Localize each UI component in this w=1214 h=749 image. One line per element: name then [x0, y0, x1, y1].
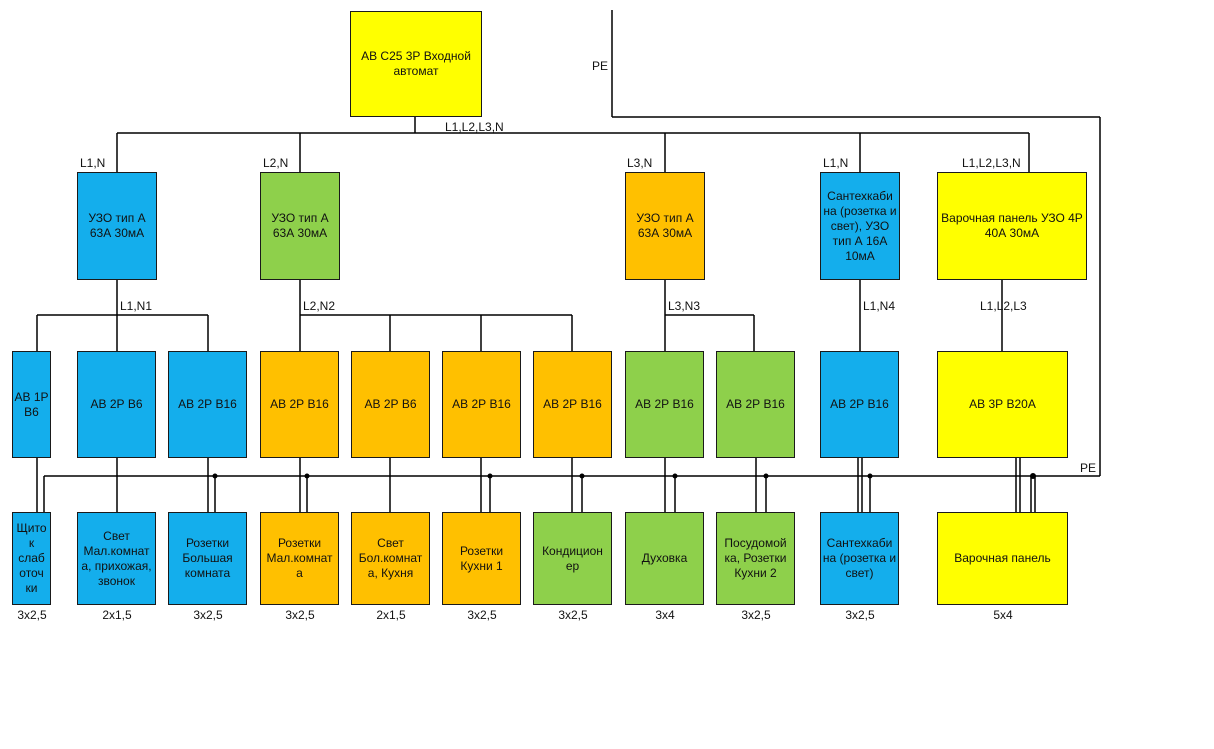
rcd-5: Варочная панель УЗО 4Р 40А 30мА [937, 172, 1087, 280]
rcd-phase-label: L2,N [263, 156, 289, 170]
rcd-output-label: L1,N4 [863, 299, 896, 313]
load-8: Духовка [625, 512, 704, 605]
rcd-phase-label: L1,L2,L3,N [962, 156, 1021, 170]
cable-size: 3х4 [655, 608, 675, 622]
cable-size: 3х2,5 [845, 608, 875, 622]
breaker-4: АВ 2Р В16 [260, 351, 339, 458]
rcd-output-label: L3,N3 [668, 299, 701, 313]
breaker-2: АВ 2Р В6 [77, 351, 156, 458]
main-breaker: АВ С25 3Р Входной автомат [350, 11, 482, 117]
load-11: Варочная панель [937, 512, 1068, 605]
rcd-2: УЗО тип А 63А 30мА [260, 172, 340, 280]
breaker-5: АВ 2Р В6 [351, 351, 430, 458]
load-2: Свет Мал.комнат а, прихожая, звонок [77, 512, 156, 605]
breaker-6: АВ 2Р В16 [442, 351, 521, 458]
breaker-7: АВ 2Р В16 [533, 351, 612, 458]
cable-size: 3х2,5 [17, 608, 47, 622]
breaker-9: АВ 2Р В16 [716, 351, 795, 458]
rcd-phase-label: L1,N [823, 156, 849, 170]
rcd-1: УЗО тип А 63А 30мА [77, 172, 157, 280]
cable-size: 3х2,5 [285, 608, 315, 622]
pe-label-top: PE [592, 59, 609, 73]
rcd-phase-label: L1,N [80, 156, 106, 170]
cable-size: 3х2,5 [741, 608, 771, 622]
breaker-10: АВ 2Р В16 [820, 351, 899, 458]
breaker-1: АВ 1Р В6 [12, 351, 51, 458]
rcd-4: Сантехкаби на (розетка и свет), УЗО тип … [820, 172, 900, 280]
load-9: Посудомой ка, Розетки Кухни 2 [716, 512, 795, 605]
breaker-3: АВ 2Р В16 [168, 351, 247, 458]
cable-size: 2х1,5 [376, 608, 406, 622]
breaker-11: АВ 3Р В20А [937, 351, 1068, 458]
cable-size: 3х2,5 [558, 608, 588, 622]
rcd-output-label: L1,N1 [120, 299, 153, 313]
rcd-3: УЗО тип А 63А 30мА [625, 172, 705, 280]
load-3: Розетки Большая комната [168, 512, 247, 605]
pe-label-bottom: PE [1080, 461, 1097, 475]
load-7: Кондицион ер [533, 512, 612, 605]
rcd-output-label: L1,L2,L3 [980, 299, 1027, 313]
breaker-8: АВ 2Р В16 [625, 351, 704, 458]
bus-label: L1,L2,L3,N [445, 120, 504, 134]
load-6: Розетки Кухни 1 [442, 512, 521, 605]
cable-size: 2х1,5 [102, 608, 132, 622]
load-4: Розетки Мал.комнат а [260, 512, 339, 605]
load-10: Сантехкаби на (розетка и свет) [820, 512, 899, 605]
load-1: Щито к слаб оточ ки [12, 512, 51, 605]
rcd-phase-label: L3,N [627, 156, 653, 170]
cable-size: 3х2,5 [193, 608, 223, 622]
cable-size: 5х4 [993, 608, 1013, 622]
cable-size: 3х2,5 [467, 608, 497, 622]
rcd-output-label: L2,N2 [303, 299, 336, 313]
load-5: Свет Бол.комнат а, Кухня [351, 512, 430, 605]
